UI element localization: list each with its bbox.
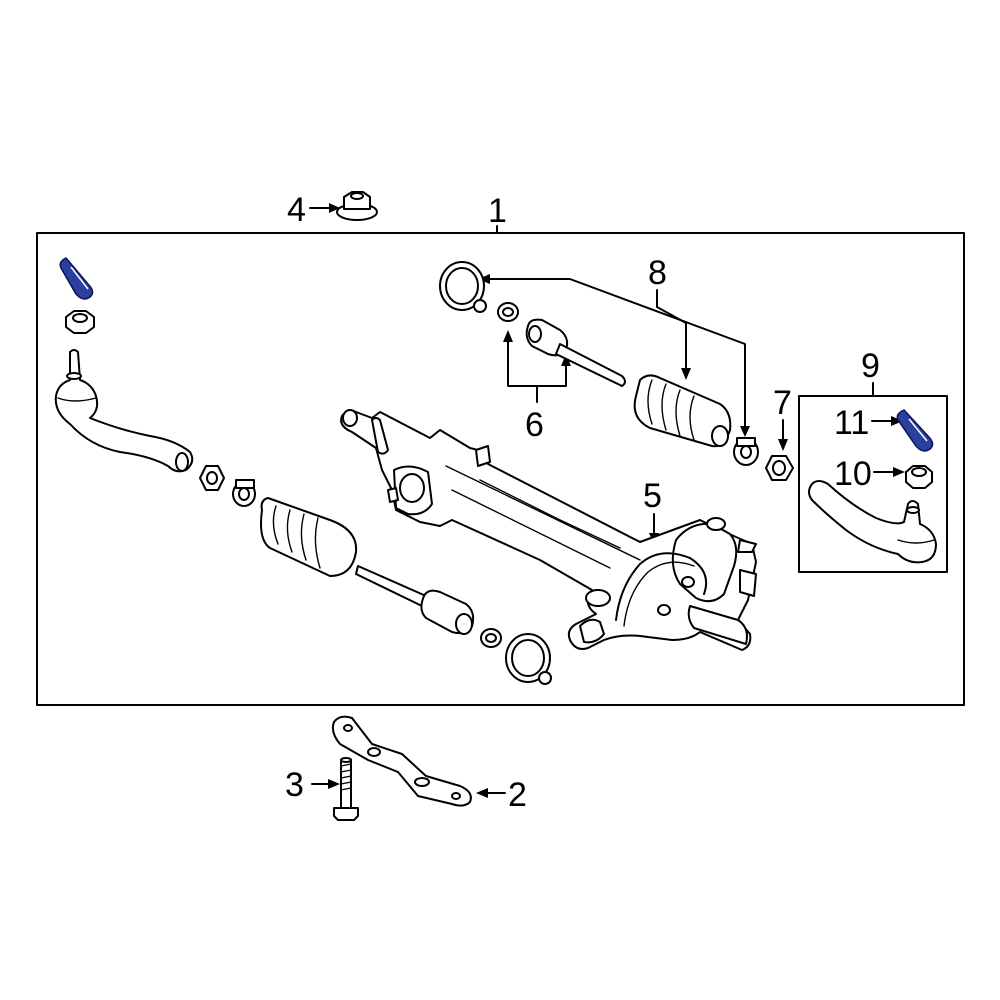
nut-left (65, 310, 95, 334)
cotter-pin-right (896, 409, 934, 452)
callout-10: 10 (834, 455, 872, 493)
bellows-boot-left (260, 497, 358, 577)
flange-nut-4 (336, 191, 378, 221)
o-ring-left (505, 633, 552, 685)
callout-8: 8 (648, 254, 667, 292)
boot-clamp-right (733, 437, 759, 466)
callout-7: 7 (773, 384, 792, 422)
bellows-boot-right (633, 374, 732, 448)
bolt (333, 757, 359, 821)
inner-tie-rod-left (355, 565, 475, 635)
mounting-bracket (331, 715, 472, 807)
tie-rod-end-right (808, 480, 937, 564)
nut-right (905, 465, 933, 489)
inner-tie-rod-right (525, 318, 626, 387)
callout-5: 5 (643, 477, 662, 515)
callout-1: 1 (488, 192, 507, 230)
callout-2: 2 (508, 776, 527, 814)
jam-nut-left (199, 465, 225, 491)
callout-4: 4 (287, 191, 306, 229)
steering-gear-housing (340, 409, 757, 651)
tie-rod-end-left (54, 349, 194, 473)
callout-11: 11 (834, 404, 869, 442)
callout-9: 9 (861, 347, 880, 385)
jam-nut-right (765, 455, 794, 481)
boot-clamp-left (232, 479, 256, 507)
o-ring-right (439, 261, 487, 313)
callout-6: 6 (525, 406, 544, 444)
callout-3: 3 (285, 766, 304, 804)
cotter-pin-left (59, 257, 94, 300)
assembly-frame (36, 232, 965, 706)
